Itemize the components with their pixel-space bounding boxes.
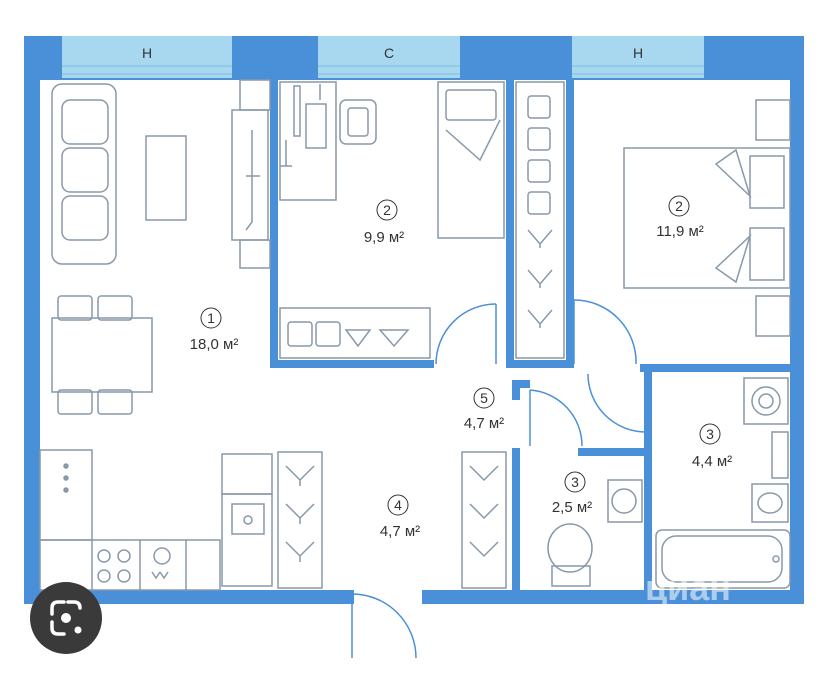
room-numbers: 1 2 2 5 3 3 4 [207, 198, 714, 513]
bathroom-fixtures [655, 377, 791, 589]
desk [279, 81, 377, 201]
window-right [572, 36, 704, 78]
sofa [51, 83, 117, 265]
room-area-living: 18,0 м² [190, 336, 239, 353]
window-label-right: Н [633, 45, 643, 61]
google-lens-button[interactable] [30, 582, 102, 654]
window-label-center: С [384, 45, 394, 61]
room-area-hallway: 4,7 м² [380, 523, 420, 540]
dining-set [51, 295, 153, 415]
room-area-bedroom-large: 11,9 м² [656, 223, 704, 240]
room-number-toilet: 3 [571, 474, 579, 490]
window-strips [62, 36, 704, 78]
room-number-bathroom: 3 [706, 426, 714, 442]
window-left [62, 36, 232, 78]
kitchen [39, 449, 273, 591]
lens-icon [50, 600, 82, 636]
room-area-corridor: 4,7 м² [464, 415, 504, 432]
window-sill-lines [62, 65, 704, 75]
room-number-hallway: 4 [394, 497, 402, 513]
room-number-bedroom-large: 2 [675, 198, 683, 214]
room-area-bathroom: 4,4 м² [692, 453, 732, 470]
door-frame-marks [350, 590, 426, 604]
wardrobe-middle [515, 81, 565, 359]
room-area-bedroom-small: 9,9 м² [364, 229, 404, 246]
room-number-corridor: 5 [480, 390, 488, 406]
tv-unit [231, 79, 271, 269]
room-area-toilet: 2,5 м² [552, 499, 592, 516]
room-areas: 18,0 м² 9,9 м² 11,9 м² 4,7 м² 4,4 м² 2,5… [190, 223, 733, 540]
window-center [318, 36, 460, 78]
furniture [39, 79, 791, 591]
avito-brand-text: Avito [754, 651, 818, 676]
double-bed [623, 99, 791, 337]
window-label-left: Н [142, 45, 152, 61]
room-labels [200, 195, 721, 516]
hall-wardrobe-left [277, 451, 323, 589]
cian-watermark: циан [645, 567, 731, 608]
interior-walls [270, 80, 790, 590]
door-swings [351, 299, 647, 659]
room-number-living: 1 [207, 310, 215, 326]
coffee-table [145, 135, 187, 221]
room-number-bedroom-small: 2 [383, 202, 391, 218]
shelf-bedroom2 [279, 307, 431, 359]
toilet-fixtures [547, 479, 643, 587]
avito-logo: Avito [731, 651, 818, 676]
hall-wardrobe-right [461, 451, 507, 589]
window-labels: Н С Н [142, 45, 643, 61]
single-bed [437, 81, 505, 239]
